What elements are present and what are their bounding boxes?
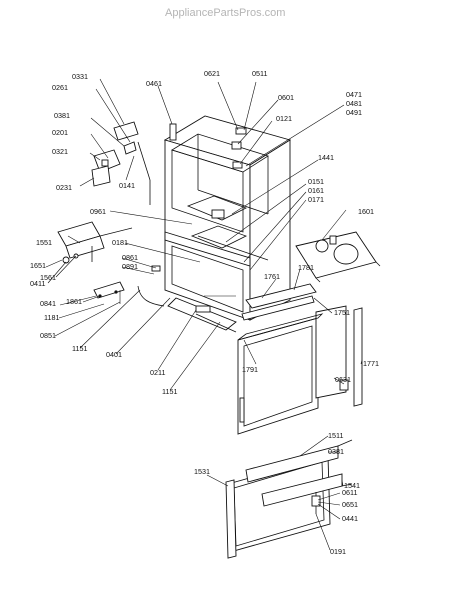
- refrigerator-cabinet: [163, 115, 292, 333]
- callout-label: 0441: [342, 514, 358, 523]
- callout-label: 0961: [90, 207, 106, 216]
- drain-parts: [57, 221, 165, 307]
- callout-label: 1531: [194, 467, 210, 476]
- callout-label: 0861: [122, 253, 138, 262]
- callout-label: 1181: [44, 313, 59, 322]
- toe-grille: [241, 283, 317, 321]
- callout-label: 0381: [328, 447, 344, 456]
- callout-label: 0611: [342, 488, 357, 497]
- callout-label: 0171: [308, 195, 324, 204]
- callout-label: 0211: [150, 368, 165, 377]
- callout-label: 1601: [358, 207, 374, 216]
- callout-label: 1511: [328, 431, 343, 440]
- callout-label: 0201: [52, 128, 68, 137]
- callout-label: 0411: [30, 279, 45, 288]
- callout-label: 0651: [342, 500, 358, 509]
- callout-labels: 0331 0261 0381 0201 0321 0231 0141 0461 …: [30, 69, 379, 556]
- callout-label: 0601: [278, 93, 294, 102]
- callout-label: 1551: [36, 238, 52, 247]
- callout-label: 0891: [122, 262, 138, 271]
- callout-label: 1781: [298, 263, 314, 272]
- callout-label: 0851: [40, 331, 56, 340]
- callout-label: 0231: [56, 183, 72, 192]
- callout-label: 1541: [344, 481, 360, 490]
- callout-label: 1771: [363, 359, 379, 368]
- callout-label: 1441: [318, 153, 334, 162]
- callout-label: 1791: [242, 365, 258, 374]
- callout-label: 0471: [346, 90, 362, 99]
- callout-label: 0631: [335, 375, 351, 384]
- callout-label: 0151: [308, 177, 324, 186]
- callout-label: 0511: [252, 69, 267, 78]
- callout-label: 0621: [204, 69, 220, 78]
- callout-label: 0161: [308, 186, 324, 195]
- callout-label: 0481: [346, 99, 362, 108]
- leader-lines: [45, 78, 363, 551]
- fresh-food-door: [237, 305, 363, 435]
- callout-label: 0461: [146, 79, 162, 88]
- callout-label: 0331: [72, 72, 88, 81]
- control-assembly: [91, 121, 151, 205]
- freezer-drawer: [225, 439, 353, 559]
- callout-label: 0261: [52, 83, 68, 92]
- callout-label: 1651: [30, 261, 46, 270]
- callout-label: 0381: [54, 111, 70, 120]
- callout-label: 1151: [162, 387, 177, 396]
- callout-label: 0181: [112, 238, 128, 247]
- callout-label: 0491: [346, 108, 362, 117]
- callout-label: 0191: [330, 547, 346, 556]
- callout-label: 1761: [264, 272, 280, 281]
- compressor-assembly: [295, 231, 381, 283]
- callout-label: 1751: [334, 308, 350, 317]
- watermark: AppliancePartsPros.com: [165, 7, 285, 19]
- callout-label: 0841: [40, 299, 56, 308]
- callout-label: 0141: [119, 181, 135, 190]
- callout-label: 0401: [106, 350, 122, 359]
- callout-label: 0121: [276, 114, 292, 123]
- callout-label: 1861: [66, 297, 82, 306]
- callout-label: 1561: [40, 273, 56, 282]
- callout-label: 0321: [52, 147, 68, 156]
- callout-label: 1151: [72, 344, 87, 353]
